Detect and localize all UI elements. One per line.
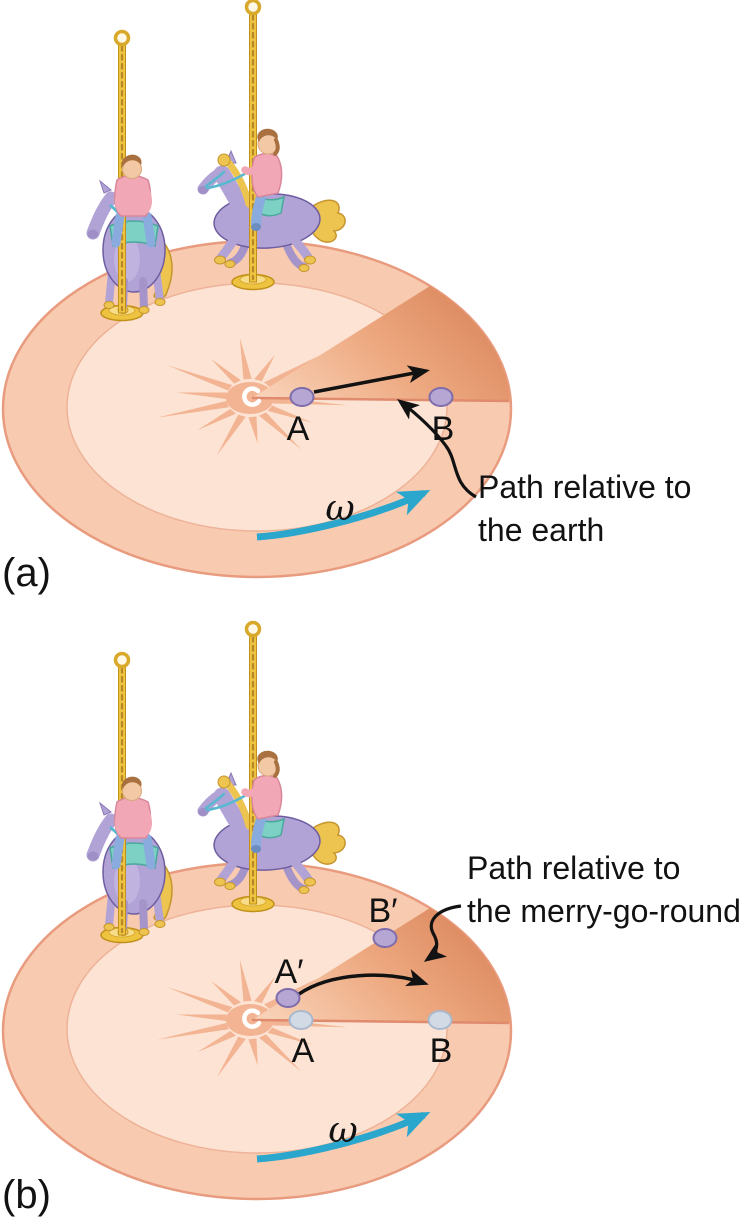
caption-line-1: Path relative to xyxy=(478,469,692,505)
caption-line-2: the merry-go-round xyxy=(467,893,741,929)
label-point-A-panel-a: A xyxy=(286,410,310,448)
curved-path-arrow xyxy=(298,969,429,996)
caption-panel-b: Path relative to the merry-go-round xyxy=(467,847,741,933)
label-point-B-panel-a: B xyxy=(431,410,455,448)
panel-a xyxy=(3,1,511,578)
panel-tag-a: (a) xyxy=(2,551,51,595)
caption-line-1: Path relative to xyxy=(467,850,681,886)
omega-label-panel-a: ω xyxy=(325,488,355,529)
caption-panel-a: Path relative to the earth xyxy=(478,466,691,552)
straight-path-arrow xyxy=(313,365,430,394)
panel-b xyxy=(3,623,511,1200)
label-point-A-prime: A′ xyxy=(274,953,304,991)
caption-line-2: the earth xyxy=(478,512,605,548)
caption-pointer-squiggle-b xyxy=(423,904,462,962)
point-A xyxy=(289,387,315,407)
panel-tag-b: (b) xyxy=(2,1173,51,1217)
point-B-prime xyxy=(372,928,398,948)
caption-pointer-squiggle-a xyxy=(397,398,477,499)
point-B xyxy=(428,387,454,407)
omega-label-panel-b: ω xyxy=(328,1110,358,1151)
point-A-faded xyxy=(288,1010,314,1030)
point-A-prime xyxy=(275,988,301,1008)
point-B-faded xyxy=(427,1010,453,1030)
label-point-A-panel-b: A xyxy=(291,1032,315,1070)
label-point-B-panel-b: B xyxy=(429,1032,453,1070)
label-point-B-prime: B′ xyxy=(368,892,398,930)
